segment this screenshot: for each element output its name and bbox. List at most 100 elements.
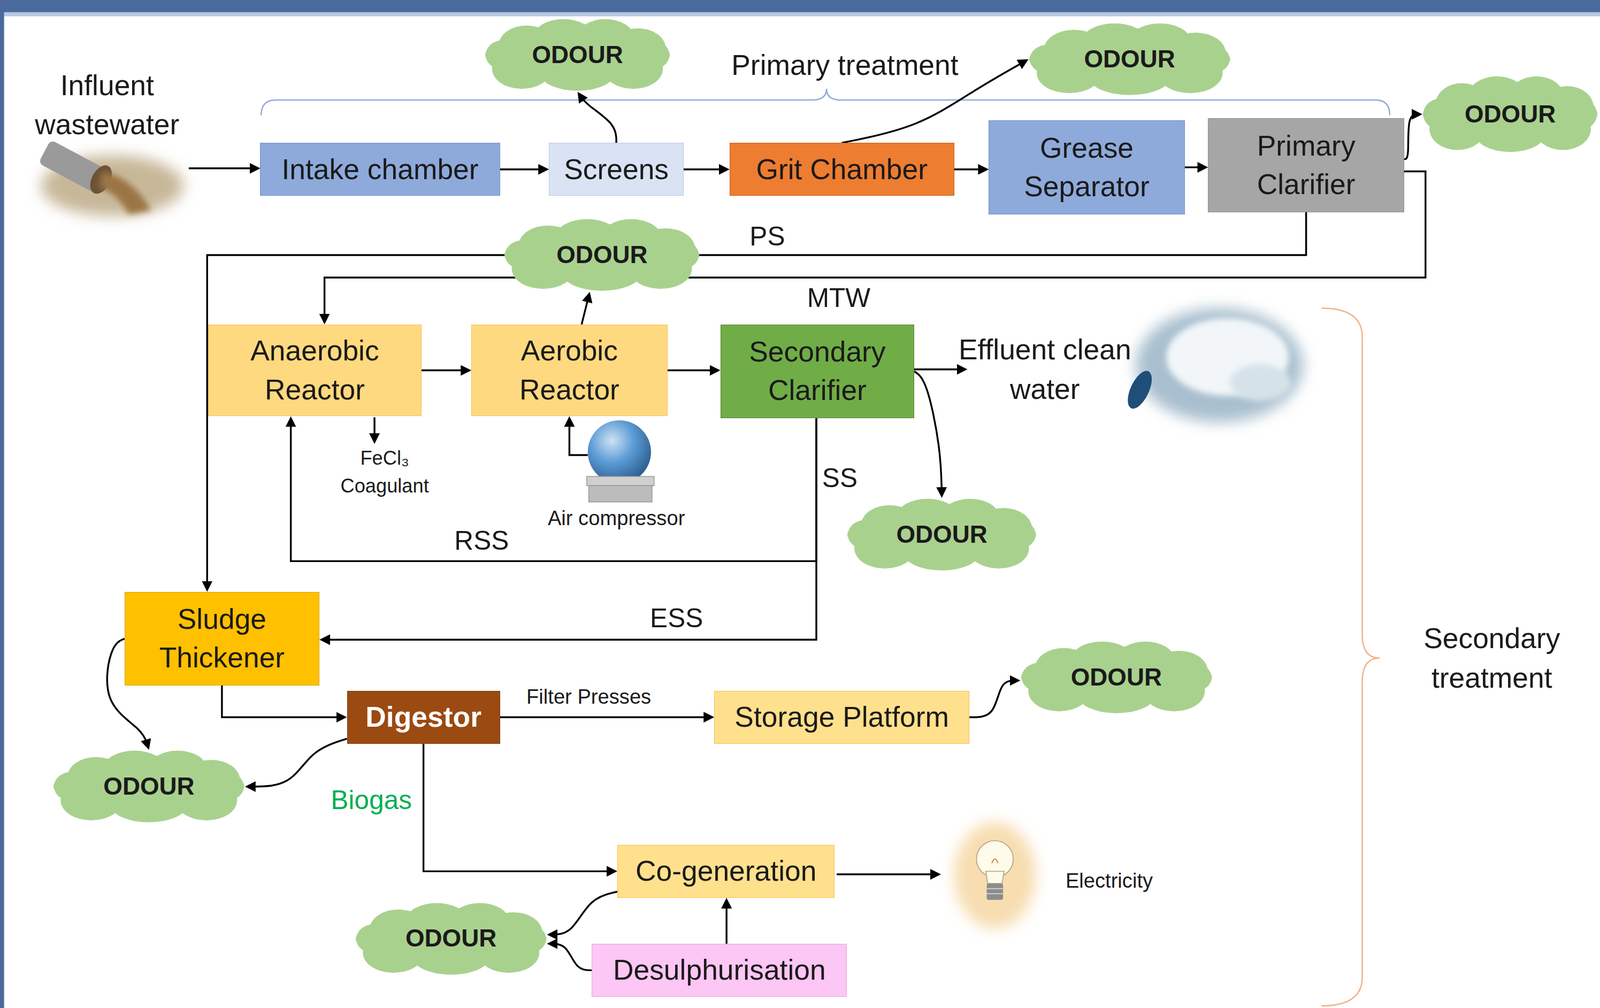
flow-arrow xyxy=(969,680,1017,718)
cloud-puff xyxy=(1423,98,1457,130)
cloud-puff xyxy=(1029,44,1069,74)
cloud-puff xyxy=(999,519,1036,550)
box-label: Grease Separator xyxy=(995,128,1178,206)
flow-arrow xyxy=(248,738,348,787)
cloud-puff xyxy=(1563,98,1597,130)
flow-arrow xyxy=(291,418,817,562)
cloud-puff xyxy=(504,240,543,270)
cloud-puff xyxy=(847,519,884,550)
primary-brace xyxy=(261,88,1390,116)
box-label: Digestor xyxy=(365,698,482,737)
cloud-puff xyxy=(356,924,393,954)
air-arrow xyxy=(569,419,588,456)
coagulant-arrow xyxy=(373,417,375,441)
process-box: Anaerobic Reactor xyxy=(208,324,422,417)
cloud-puff xyxy=(485,40,522,71)
odour-cloud: ODOUR xyxy=(846,498,1037,572)
flow-label: Biogas xyxy=(327,785,416,816)
flow-arrow xyxy=(549,944,592,971)
cloud-puff xyxy=(54,772,91,802)
odour-label: ODOUR xyxy=(1083,42,1175,76)
bulb-glow xyxy=(954,822,1037,929)
cloud-puff xyxy=(1191,44,1230,74)
equipment-label: Air compressor xyxy=(547,506,685,531)
lightbulb-icon xyxy=(954,822,1037,929)
secondary-brace xyxy=(1321,308,1380,1007)
cloud-puff xyxy=(1021,662,1058,693)
influent-arrow xyxy=(188,167,258,170)
flow-arrow xyxy=(954,168,986,171)
odour-label: ODOUR xyxy=(531,38,623,72)
odour-cloud: ODOUR xyxy=(1422,75,1598,153)
process-box: Co-generation xyxy=(617,845,835,899)
flow-label: SS xyxy=(822,462,858,495)
process-box: Intake chamber xyxy=(259,142,500,196)
influent-pipe-image xyxy=(38,139,185,217)
process-box: Aerobic Reactor xyxy=(471,324,668,417)
compressor-tank xyxy=(587,420,652,484)
cloud-puff xyxy=(207,772,244,802)
flow-arrow xyxy=(549,891,618,935)
compressor-base xyxy=(586,476,655,486)
box-label: Screens xyxy=(563,150,669,189)
bulb-base xyxy=(986,883,1004,901)
bulb-thread xyxy=(986,889,1004,895)
input-label: Influent wastewater xyxy=(17,66,197,144)
flow-label: Filter Presses xyxy=(523,685,655,709)
flow-arrow xyxy=(1404,114,1420,160)
box-label: Co-generation xyxy=(635,852,817,891)
effluent-water-image xyxy=(1122,308,1304,423)
frame-band xyxy=(0,0,1600,13)
flow-arrow xyxy=(221,685,344,718)
bulb-neck xyxy=(985,871,1005,884)
frame-band xyxy=(0,0,5,1008)
compressor-base xyxy=(588,485,653,503)
flow-arrow xyxy=(579,94,617,143)
outlet-pipe xyxy=(1122,367,1157,413)
odour-label: ODOUR xyxy=(556,238,648,272)
odour-label: ODOUR xyxy=(405,922,497,956)
process-box: Sludge Thickener xyxy=(124,592,320,687)
process-box: Digestor xyxy=(347,691,501,745)
flow-arrow xyxy=(725,901,727,945)
odour-cloud: ODOUR xyxy=(1020,640,1213,715)
odour-label: ODOUR xyxy=(1070,661,1162,695)
cloud-puff xyxy=(509,924,546,954)
box-label: Sludge Thickener xyxy=(131,600,313,678)
flow-arrow xyxy=(667,369,718,372)
odour-cloud: ODOUR xyxy=(484,18,671,92)
water-splash xyxy=(1135,308,1304,423)
flow-label: RSS xyxy=(450,526,512,556)
flow-arrow xyxy=(322,418,817,640)
odour-label: ODOUR xyxy=(103,770,195,804)
water-stream xyxy=(98,171,151,215)
process-box: Primary Clarifier xyxy=(1207,118,1404,213)
chemical-label: FeCl₃ Coagulant xyxy=(328,444,441,501)
odour-cloud: ODOUR xyxy=(355,902,548,976)
process-box: Storage Platform xyxy=(714,691,970,745)
cloud-puff xyxy=(661,240,700,270)
box-label: Secondary Clarifier xyxy=(727,332,908,410)
process-box: Grit Chamber xyxy=(729,142,955,196)
flow-arrow xyxy=(500,168,547,171)
flow-arrow xyxy=(683,168,727,171)
output-label: Electricity xyxy=(1065,868,1153,894)
bulb-filament xyxy=(991,859,998,864)
flow-label: PS xyxy=(746,221,788,252)
frame-shade xyxy=(0,12,1600,17)
process-box: Desulphurisation xyxy=(591,944,847,998)
flow-arrow xyxy=(207,212,1306,589)
flow-arrow xyxy=(421,369,469,372)
box-label: Intake chamber xyxy=(281,150,479,189)
box-label: Storage Platform xyxy=(734,698,949,737)
box-label: Anaerobic Reactor xyxy=(215,331,415,409)
section-title: Primary treatment xyxy=(731,48,959,83)
odour-cloud: ODOUR xyxy=(1028,22,1231,96)
box-label: Primary Clarifier xyxy=(1214,126,1397,204)
cloud-puff xyxy=(634,40,670,71)
process-box: Secondary Clarifier xyxy=(720,324,915,419)
air-compressor-icon xyxy=(586,420,655,503)
flow-arrow xyxy=(500,716,712,719)
